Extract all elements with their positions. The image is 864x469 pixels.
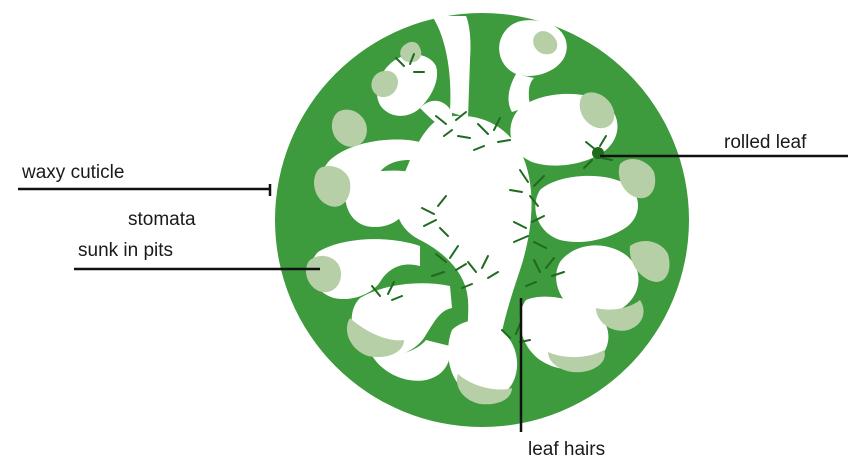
label-stomata-line1: stomata [128, 210, 196, 229]
label-stomata-line2: sunk in pits [78, 241, 173, 260]
label-waxy-cuticle: waxy cuticle [22, 163, 124, 182]
label-leaf-hairs: leaf hairs [528, 440, 605, 459]
label-rolled-leaf: rolled leaf [724, 133, 806, 152]
